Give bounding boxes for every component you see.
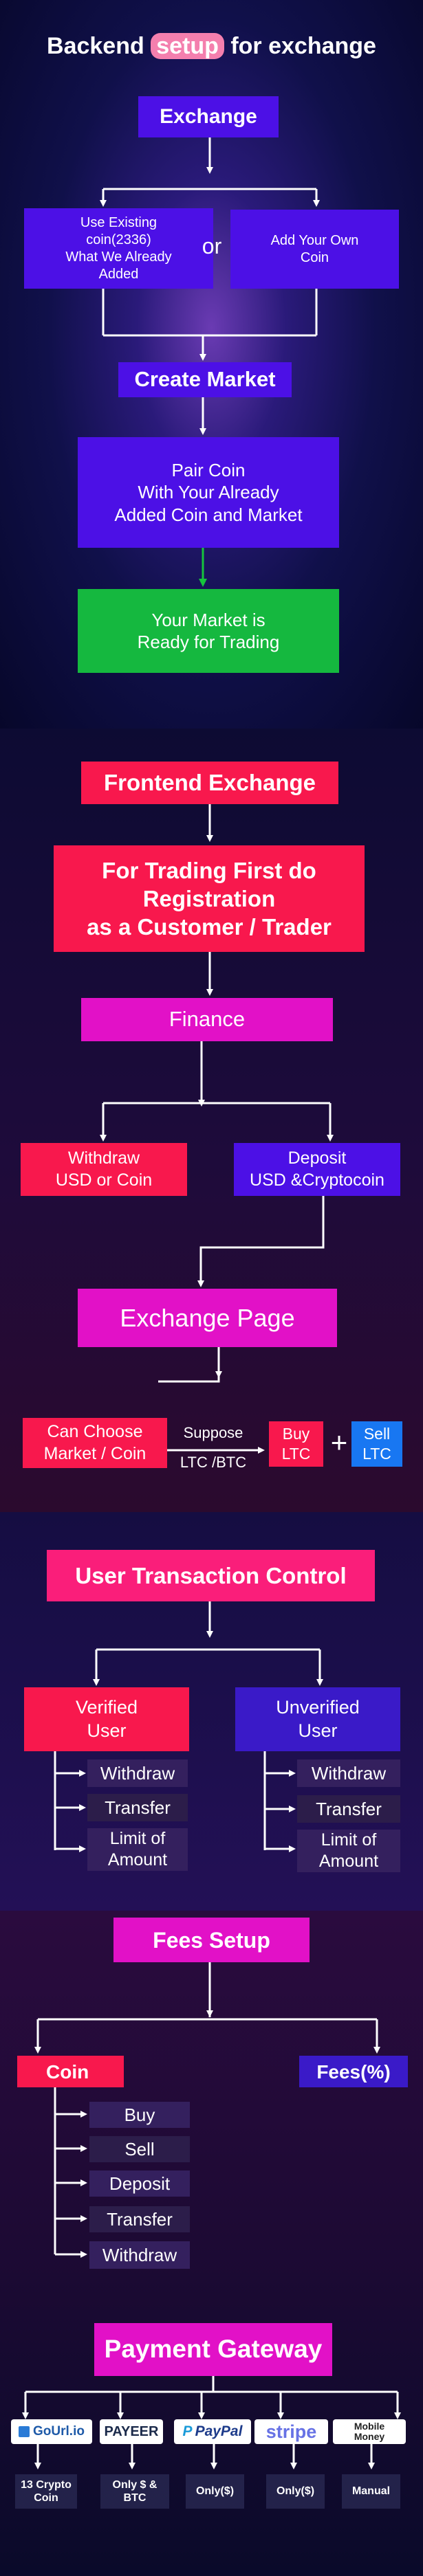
fee-deposit-item: Deposit [89, 2170, 190, 2197]
paypal-icon: P [182, 2423, 193, 2439]
buy-ltc-box: Buy LTC [269, 1421, 323, 1467]
fees-percent-box: Fees(%) [299, 2056, 408, 2087]
choose-market-box: Can Choose Market / Coin [23, 1418, 167, 1468]
pair-ltc-btc-label: LTC /BTC [180, 1454, 247, 1471]
suppose-label: Suppose [183, 1424, 243, 1441]
frontend-section: Frontend Exchange For Trading First do R… [0, 729, 423, 1512]
sell-ltc-box: Sell LTC [351, 1421, 402, 1467]
user-control-section: User Transaction Control Verified User U… [0, 1512, 423, 1911]
verified-withdraw-item: Withdraw [87, 1759, 188, 1787]
or-label: or [202, 234, 222, 258]
pair-coin-box: Pair Coin With Your Already Added Coin a… [78, 437, 339, 548]
fees-payment-section: Fees Setup Coin Fees(%) Buy Sell Deposit… [0, 1911, 423, 2576]
user-control-title: User Transaction Control [47, 1550, 375, 1601]
create-market-box: Create Market [118, 362, 292, 397]
fee-withdraw-item: Withdraw [89, 2241, 190, 2269]
unverified-limit-item: Limit of Amount [297, 1830, 400, 1872]
paypal-logo: P PayPal [174, 2419, 251, 2444]
withdraw-box: Withdraw USD or Coin [21, 1143, 187, 1196]
gourl-logo: GoUrl.io [11, 2419, 92, 2444]
gourl-caption: 13 Crypto Coin [15, 2474, 77, 2509]
exchange-box: Exchange [138, 96, 279, 137]
backend-title-highlight: setup [151, 33, 224, 59]
backend-title-post: for exchange [224, 33, 376, 59]
fee-buy-item: Buy [89, 2102, 190, 2128]
stripe-caption: Only($) [266, 2474, 325, 2509]
backend-section: Backend setup for exchange Exchange Use … [0, 0, 423, 729]
paypal-caption: Only($) [186, 2474, 244, 2509]
gourl-logo-text: GoUrl.io [33, 2424, 85, 2439]
verified-user-box: Verified User [24, 1687, 189, 1751]
gourl-icon [19, 2426, 30, 2437]
payeer-caption: Only $ & BTC [100, 2474, 169, 2509]
mobile-money-caption: Manual [342, 2474, 400, 2509]
fee-sell-item: Sell [89, 2136, 190, 2162]
stripe-logo-text: stripe [265, 2421, 317, 2442]
unverified-transfer-item: Transfer [297, 1795, 400, 1823]
paypal-logo-text: PayPal [195, 2423, 243, 2439]
registration-box: For Trading First do Registration as a C… [54, 845, 365, 952]
add-own-coin-box: Add Your Own Coin [230, 210, 399, 289]
payment-gateway-title: Payment Gateway [94, 2323, 332, 2376]
unverified-withdraw-item: Withdraw [297, 1759, 400, 1787]
backend-title: Backend setup for exchange [0, 33, 423, 60]
backend-title-pre: Backend [47, 33, 151, 59]
mobile-money-logo-text: Mobile Money [354, 2420, 385, 2442]
stripe-logo: stripe [254, 2419, 328, 2444]
payeer-logo: PAYEER [100, 2419, 163, 2444]
verified-limit-item: Limit of Amount [87, 1828, 188, 1871]
coin-box: Coin [17, 2056, 124, 2087]
exchange-page-box: Exchange Page [78, 1289, 337, 1347]
plus-sign: + [330, 1426, 348, 1458]
deposit-box: Deposit USD &Cryptocoin [234, 1143, 400, 1196]
verified-transfer-item: Transfer [87, 1794, 188, 1821]
frontend-title: Frontend Exchange [81, 762, 338, 804]
mobile-money-logo: Mobile Money [333, 2419, 406, 2444]
market-ready-box: Your Market is Ready for Trading [78, 589, 339, 673]
use-existing-coin-box: Use Existing coin(2336) What We Already … [24, 208, 213, 289]
finance-box: Finance [81, 998, 333, 1041]
payeer-logo-text: PAYEER [104, 2423, 159, 2439]
fee-transfer-item: Transfer [89, 2206, 190, 2232]
fees-setup-title: Fees Setup [113, 1918, 310, 1962]
unverified-user-box: Unverified User [235, 1687, 400, 1751]
